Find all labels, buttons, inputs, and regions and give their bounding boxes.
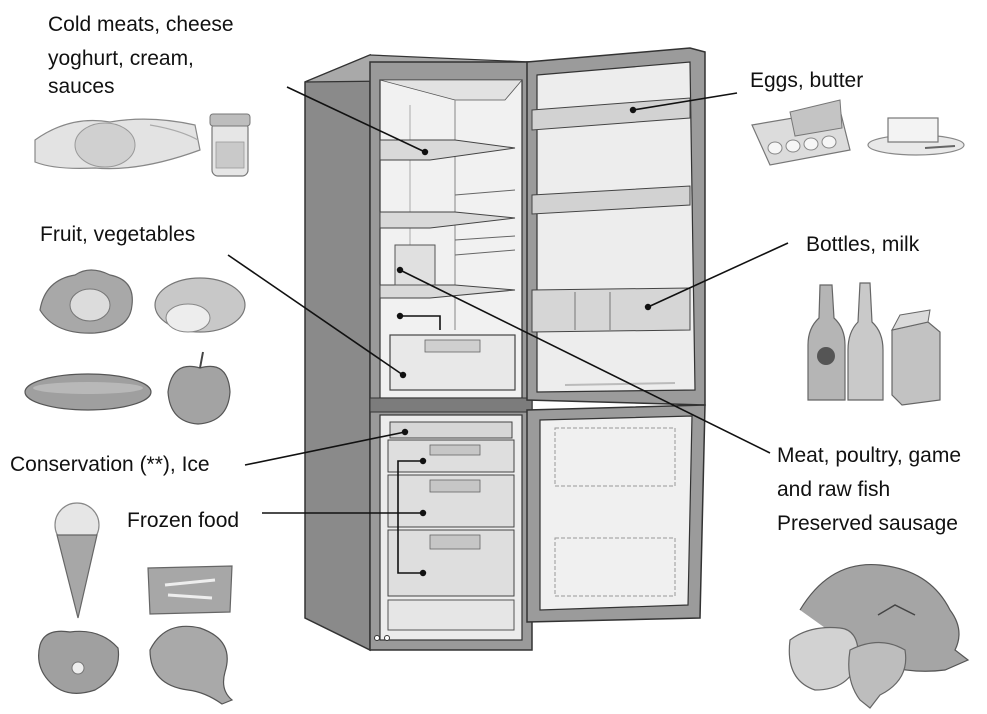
chicken-leg-icon [149, 625, 234, 705]
melon-icon [154, 277, 246, 333]
label-frozen: Frozen food [127, 509, 240, 532]
label-raw-fish: and raw fish [777, 478, 891, 501]
cheese-icon [34, 118, 201, 170]
label-bottles: Bottles, milk [806, 233, 920, 256]
bottles-icon [807, 282, 884, 401]
milk-carton-icon [891, 309, 941, 406]
label-sauces: sauces [48, 75, 115, 98]
fridge [304, 47, 706, 652]
label-conservation: Conservation (**), Ice [10, 453, 210, 476]
label-fruit: Fruit, vegetables [40, 223, 196, 246]
fries-bag-icon [147, 565, 233, 615]
lettuce-icon [39, 269, 133, 334]
label-yoghurt: yoghurt, cream, [48, 47, 194, 70]
egg-carton-icon [751, 99, 851, 166]
fish-meat-icon [788, 563, 970, 709]
apple-icon [167, 351, 231, 425]
leader-dots [396, 106, 652, 577]
jar-icon [209, 113, 251, 177]
label-eggs: Eggs, butter [750, 69, 864, 92]
label-cold-meats: Cold meats, cheese [48, 13, 234, 36]
label-meat: Meat, poultry, game [777, 444, 962, 467]
label-sausage: Preserved sausage [777, 512, 958, 535]
cucumber-icon [24, 373, 152, 411]
leader-lines [227, 86, 789, 574]
butter-dish-icon [867, 117, 965, 156]
ice-cream-icon [54, 502, 100, 619]
steak-icon [38, 630, 120, 694]
